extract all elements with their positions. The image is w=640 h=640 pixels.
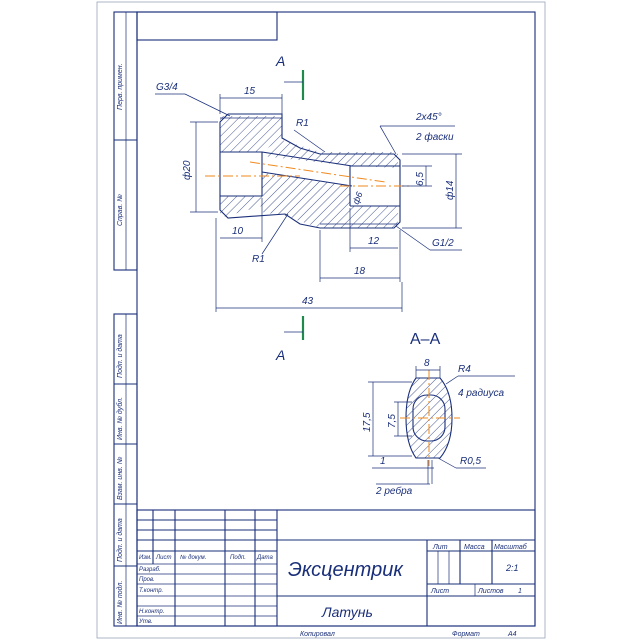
ribs-note: 2 ребра	[375, 485, 413, 497]
main-view: А А 15 G3/4 R1 2х45° 2 фаски ф20 ф6 6,5	[155, 53, 462, 363]
scale-header: Масштаб	[494, 543, 528, 551]
stamp-dup-inv: Инв. № дубл.	[116, 397, 124, 440]
r1-bottom-label: R1	[252, 254, 265, 265]
stamp-replace-inv: Взам. инв. №	[117, 456, 124, 500]
thread-right-label: G1/2	[432, 238, 454, 249]
drawing-frame	[136, 11, 536, 627]
bottom-stamp: Подп. и дата Инв. № дубл. Взам. инв. № П…	[113, 313, 138, 627]
copied-label: Копировал	[300, 631, 335, 638]
section-view: А–А 8 R4 4 радиуса 17,5 7,5 R0,5	[362, 331, 515, 497]
mass-header: Масса	[464, 544, 485, 551]
cut-letter-top: А	[275, 53, 285, 69]
lit-header: Лит	[432, 544, 448, 551]
dia-6: ф6	[351, 190, 365, 205]
top-stamp: Перв. примен. Справ. №	[113, 11, 278, 271]
dia-20: ф20	[181, 160, 193, 180]
dim-6-5: 6,5	[415, 172, 426, 186]
title-block: Изм. Лист № докум. Подп. Дата Разраб. Пр…	[136, 509, 536, 627]
dim-18: 18	[354, 266, 366, 277]
r05-label: R0,5	[460, 456, 482, 467]
row-label-5: Утв.	[138, 619, 153, 625]
chamfer-label: 2х45°	[415, 112, 442, 123]
scale-value: 2:1	[505, 563, 519, 573]
r1-top-label: R1	[296, 118, 309, 129]
r4-note: 4 радиуса	[458, 388, 505, 399]
format-label: Формат	[452, 631, 480, 638]
drawing-title: Эксцентрик	[288, 559, 404, 581]
stamp-sign-date-2: Подп. и дата	[116, 518, 124, 562]
col-header-4: Дата	[256, 555, 273, 561]
dia-14: ф14	[444, 180, 456, 200]
stamp-ref-no: Справ. №	[117, 194, 124, 226]
dim-1: 1	[380, 456, 386, 467]
section-label: А–А	[410, 331, 441, 348]
col-header-0: Изм.	[139, 555, 152, 561]
sheets-label: Листов	[477, 588, 504, 595]
dim-15: 15	[244, 86, 256, 97]
dim-8: 8	[424, 358, 430, 369]
row-label-0: Разраб.	[139, 567, 161, 573]
dim-17-5: 17,5	[362, 412, 373, 432]
stamp-orig-inv: Инв. № подл.	[116, 581, 124, 624]
dim-7-5: 7,5	[387, 414, 398, 428]
sheet-label: Лист	[430, 588, 449, 595]
col-header-1: Лист	[155, 555, 171, 561]
row-label-4: Н.контр.	[139, 609, 164, 615]
material: Латунь	[321, 604, 373, 620]
dim-43: 43	[302, 296, 314, 307]
cut-letter-bottom: А	[275, 347, 285, 363]
stamp-sign-date-1: Подп. и дата	[116, 334, 124, 378]
thread-left-label: G3/4	[156, 82, 178, 93]
stamp-first-use: Перв. примен.	[117, 63, 124, 110]
row-label-2: Т.контр.	[139, 588, 163, 594]
dim-12: 12	[368, 236, 380, 247]
dim-10: 10	[232, 226, 244, 237]
chamfer-note: 2 фаски	[415, 131, 454, 143]
sheet-border	[96, 1, 546, 639]
sheets-value: 1	[518, 588, 522, 595]
col-header-2: № докум.	[180, 554, 206, 561]
row-label-1: Пров.	[139, 577, 155, 583]
r4-label: R4	[458, 364, 471, 375]
col-header-3: Подп.	[230, 555, 246, 561]
format-value: А4	[507, 631, 517, 638]
